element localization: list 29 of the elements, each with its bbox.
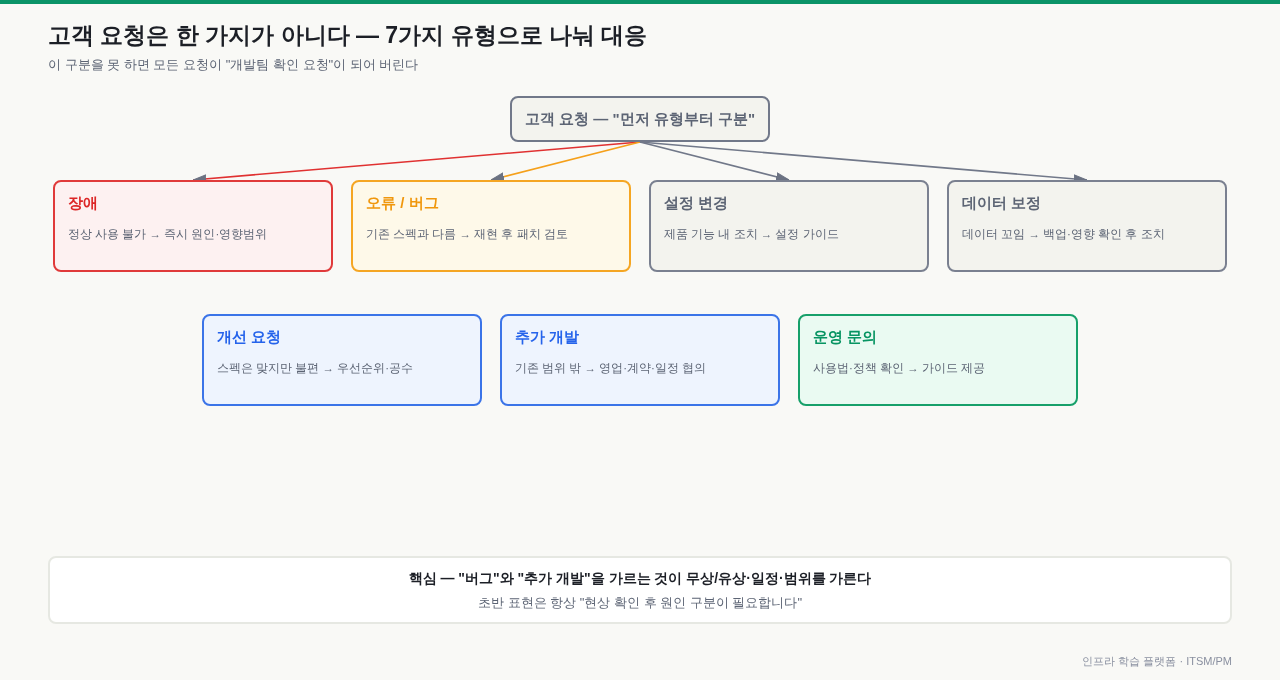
category-card xyxy=(53,180,333,272)
card-description: 기존 스펙과 다름 → 재현 후 패치 검토 xyxy=(366,227,568,242)
summary-note: 초반 표현은 항상 "현상 확인 후 원인 구분이 필요합니다" xyxy=(476,594,804,612)
category-card xyxy=(649,180,929,272)
card-title: 설정 변경 xyxy=(664,193,729,213)
card-title: 운영 문의 xyxy=(813,327,878,347)
card-description: 정상 사용 불가 → 즉시 원인·영향범위 xyxy=(68,227,268,242)
category-card xyxy=(798,314,1078,406)
card-title: 추가 개발 xyxy=(515,327,580,347)
subtitle: 이 구분을 못 하면 모든 요청이 "개발팀 확인 요청"이 되어 버린다 xyxy=(48,56,419,74)
page-title: 고객 요청은 한 가지가 아니다 — 7가지 유형으로 나눠 대응 xyxy=(48,21,648,50)
card-description: 기존 범위 밖 → 영업·계약·일정 협의 xyxy=(515,361,707,376)
category-card xyxy=(500,314,780,406)
category-card xyxy=(947,180,1227,272)
card-title: 장애 xyxy=(68,193,98,213)
category-card xyxy=(202,314,482,406)
card-description: 제품 기능 내 조치 → 설정 가이드 xyxy=(664,227,839,242)
request-box: 고객 요청 — "먼저 유형부터 구분" xyxy=(510,96,770,142)
arrow xyxy=(490,141,641,182)
footer-note: 인프라 학습 플랫폼 · ITSM/PM xyxy=(1082,654,1232,669)
card-title: 오류 / 버그 xyxy=(366,193,439,213)
category-card xyxy=(351,180,631,272)
card-title: 개선 요청 xyxy=(217,327,282,347)
card-description: 스펙은 맞지만 불편 → 우선순위·공수 xyxy=(217,361,414,376)
card-description: 데이터 꼬임 → 백업·영향 확인 후 조치 xyxy=(962,227,1165,242)
card-description: 사용법·정책 확인 → 가이드 제공 xyxy=(813,361,986,376)
summary-panel xyxy=(48,556,1232,624)
summary-heading: 핵심 — "버그"와 "추가 개발"을 가르는 것이 무상/유상·일정·범위를 가른다 xyxy=(407,569,873,588)
card-title: 데이터 보정 xyxy=(962,193,1042,213)
